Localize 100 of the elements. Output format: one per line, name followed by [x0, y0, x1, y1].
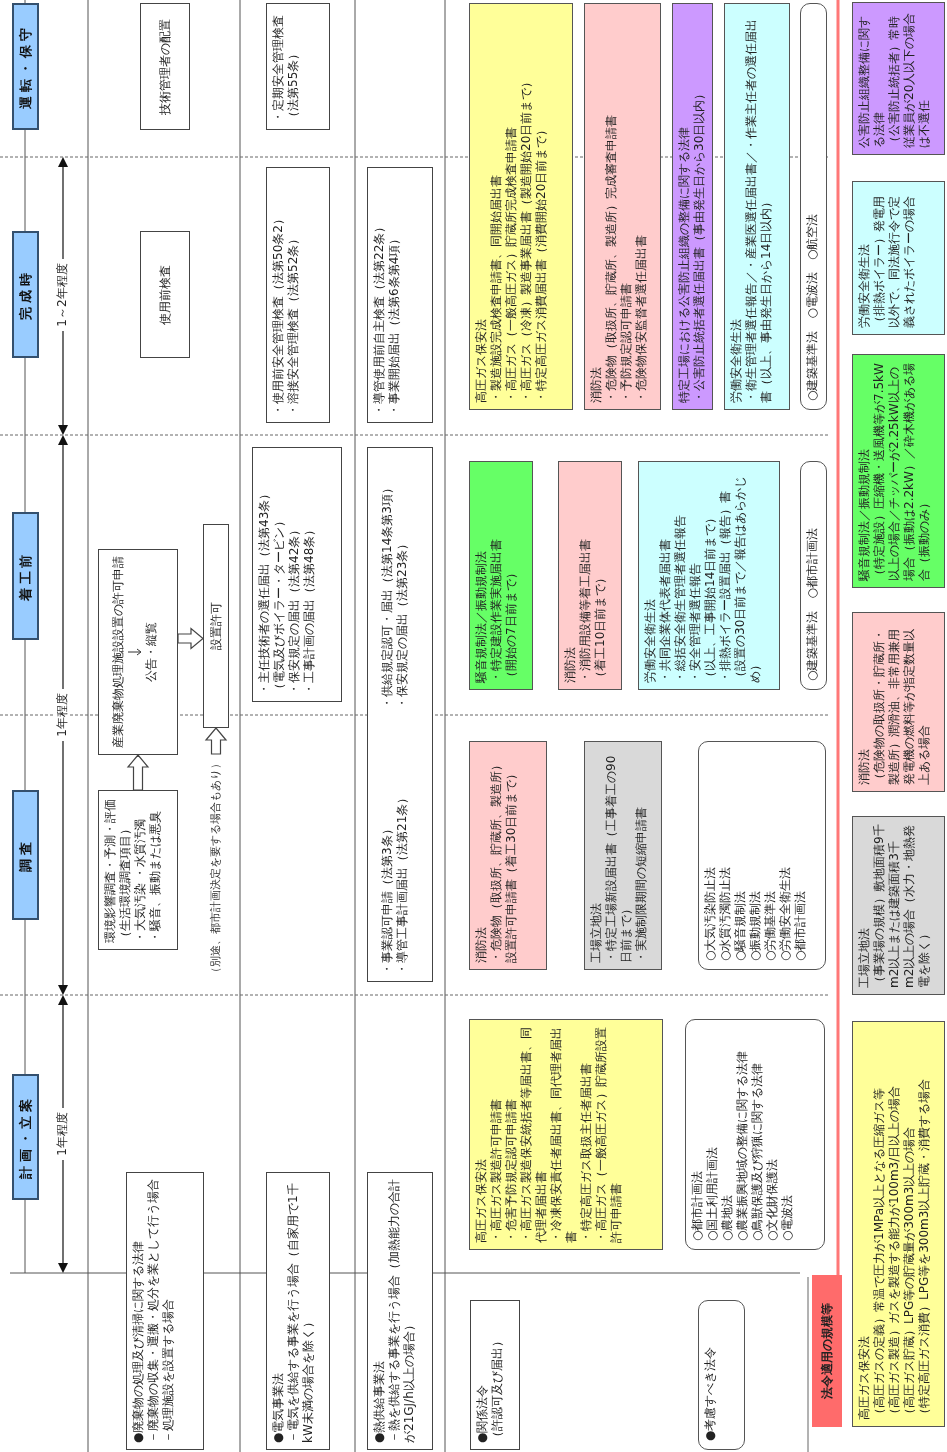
box-text: （高圧ガス貯蔵）LPG等の貯蔵量が300m3以上の場合	[902, 1125, 917, 1420]
law-box	[852, 612, 945, 792]
section-tag	[812, 1275, 842, 1427]
box-text: ・実施制限期間の短縮申請書	[634, 806, 649, 963]
law-list-box	[800, 461, 827, 690]
box-text: ○騒音規制法	[733, 889, 748, 961]
phase-label: 完成時	[16, 269, 34, 320]
box-text: ・工事計画の届出（法第48条）	[302, 522, 317, 695]
box-text: ○水質汚濁防止法	[718, 865, 733, 961]
law-box	[852, 181, 945, 335]
box-text: （特定高圧ガス消費）LPG等を300m3以上貯蔵・消費する場合	[917, 1077, 932, 1420]
law-box	[469, 3, 573, 410]
law-list-box	[685, 1019, 825, 1250]
box-text: ・危害予防規定認可申請書	[504, 1098, 519, 1243]
law-box	[469, 461, 533, 690]
box-heading: 労働安全衛生法	[857, 243, 872, 328]
law-box	[469, 1019, 663, 1250]
box-heading: 高圧ガス保安法	[474, 1158, 489, 1243]
box-heading: 消防法	[857, 748, 872, 785]
box-text: ○農業振興地域の整備に関する法律	[735, 1049, 750, 1241]
law-item: ・供給規定認可・届出（法第14条第3項）	[380, 482, 395, 709]
law-box	[852, 354, 945, 588]
box-text: ○文化財保護法	[765, 1157, 780, 1241]
box-heading: ●関係法令	[475, 1383, 490, 1443]
box-heading: 消防法	[589, 366, 604, 403]
box-text: ・特定高圧ガス消費届出書（消費開始20日前まで）	[534, 122, 549, 403]
process-box	[266, 167, 330, 423]
box-text: （設置の30日前まで／報告はあらかじめ）	[733, 474, 763, 683]
box-text: （生活環境調査項目）	[118, 822, 133, 943]
box-text: ・大気汚染 ・水質汚濁	[133, 818, 148, 943]
law-list-box	[800, 3, 827, 410]
duration-label: 1～2年程度	[55, 259, 70, 331]
box-text: ○都市計画法	[793, 889, 808, 961]
law-item: ○建築基準法	[805, 330, 820, 401]
box-text: ・冷凍保安責任者届出書、同代理者届出書	[549, 1026, 579, 1243]
box-text: （以上、工事開始14日前まで）	[703, 510, 718, 683]
phase-label: 運転・保守	[16, 24, 34, 109]
box-text: ・高圧ガス（一般高圧ガス）貯蔵所完成検査申請書	[504, 126, 519, 403]
process-box	[367, 167, 433, 423]
box-heading: ●考慮すべき法令	[703, 1345, 718, 1441]
law-item: ○電波法	[805, 272, 820, 319]
phase-label: 調査	[16, 838, 34, 872]
box-heading: 特定工場における公害防止組織の整備に関する法律	[677, 126, 692, 403]
process-box	[98, 790, 178, 950]
process-box	[140, 3, 190, 130]
box-text: ・危険物保安監督者選任届出書	[634, 234, 649, 403]
box-text: ・事業開始届出（法第6条第4項）	[387, 231, 402, 416]
box-heading: 労働安全衛生法	[643, 598, 658, 683]
duration-label: 1年程度	[55, 1108, 70, 1160]
box-text: ・危険物（取扱所、貯蔵所、製造所）設置許可申請書（着工30日前まで）	[489, 758, 519, 963]
process-box	[367, 1172, 433, 1450]
law-box	[852, 1021, 945, 1427]
box-text: （高圧ガス製造）ガスを製造する能力が100m3/日以上の場合	[887, 1084, 902, 1420]
process-box	[98, 549, 178, 755]
box-text: ○電波法	[780, 1193, 795, 1241]
phase-header	[12, 512, 39, 640]
section-label: 法令適用の規模等	[819, 1303, 835, 1399]
box-heading: ○大気汚染防止法	[703, 865, 718, 961]
box-heading: 環境影響調査・予測・評価	[103, 798, 118, 943]
process-box	[266, 3, 330, 130]
process-box	[252, 447, 342, 702]
box-text: 産業廃棄物処理施設設置の許可申請	[111, 556, 126, 748]
box-text: 設置許可	[208, 602, 224, 650]
law-item: ○航空法	[805, 213, 820, 261]
box-text: （排熱ボイラー）発電用以外で、同法施行令で定義されたボイラーの場合	[872, 195, 917, 328]
law-box	[584, 3, 661, 410]
box-text: （高圧ガスの定義）常温で圧力が1MPa以上となる圧縮ガス等	[872, 1086, 887, 1420]
box-text: ・危険物（取扱所、貯蔵所、製造所）完成審査申請書	[604, 114, 619, 403]
box-text: ・製造施設完成検査申請書、同開始届出書	[489, 174, 504, 403]
box-heading: 公害防止組織整備に関する法律	[857, 15, 887, 148]
box-text: ・高圧ガス製造保安統括者等届出書、同代理者届出書	[519, 1026, 549, 1243]
law-box	[852, 816, 945, 995]
box-text: ○国土利用計画法	[705, 1145, 720, 1241]
box-text: 技術管理者の配置	[157, 18, 173, 115]
box-heading: ・使用前安全管理検査（法第50条2）	[271, 212, 286, 416]
note-text: （別途、都市計画決定を要する場合もあり）	[209, 758, 223, 978]
box-text: ○振動規制法	[748, 889, 763, 961]
box-text: （開始の7日前まで）	[504, 566, 519, 683]
box-heading: ・導管使用前自主検査（法第22条）	[372, 219, 387, 416]
duration-label: 1年程度	[55, 689, 70, 741]
box-text: ・保安規定の届出（法第42条）	[287, 522, 302, 695]
process-box	[203, 524, 229, 728]
process-box	[266, 1172, 330, 1450]
box-heading: 工場立地法	[857, 927, 872, 988]
box-text: （事業場の規模）敷地面積9千m2以上または建築面積3千m2以上の場合（水力・地熱発電を除く）	[872, 823, 932, 988]
law-item: ○建築基準法	[805, 610, 820, 681]
law-box	[584, 741, 662, 970]
box-heading: ●電気事業法	[271, 1371, 286, 1443]
law-box	[469, 741, 547, 970]
process-box	[126, 1172, 204, 1450]
phase-label: 計画・立案	[16, 1094, 34, 1180]
law-list-box	[698, 741, 826, 970]
box-heading: 消防法	[563, 646, 578, 683]
box-text: ・特定高圧ガス取扱主任者届出書	[579, 1062, 594, 1243]
box-heading: 高圧ガス保安法	[474, 318, 489, 403]
box-text: ○労働安全衛生法	[778, 865, 793, 961]
box-text: ・高圧ガス（一般高圧ガス）貯蔵所設置許可申請書	[594, 1026, 624, 1243]
box-text: ・高圧ガス（冷凍）製造事業届出書（製造開始20日前まで）	[519, 74, 534, 403]
box-text: 使用前検査	[157, 264, 173, 325]
law-box	[672, 3, 713, 410]
